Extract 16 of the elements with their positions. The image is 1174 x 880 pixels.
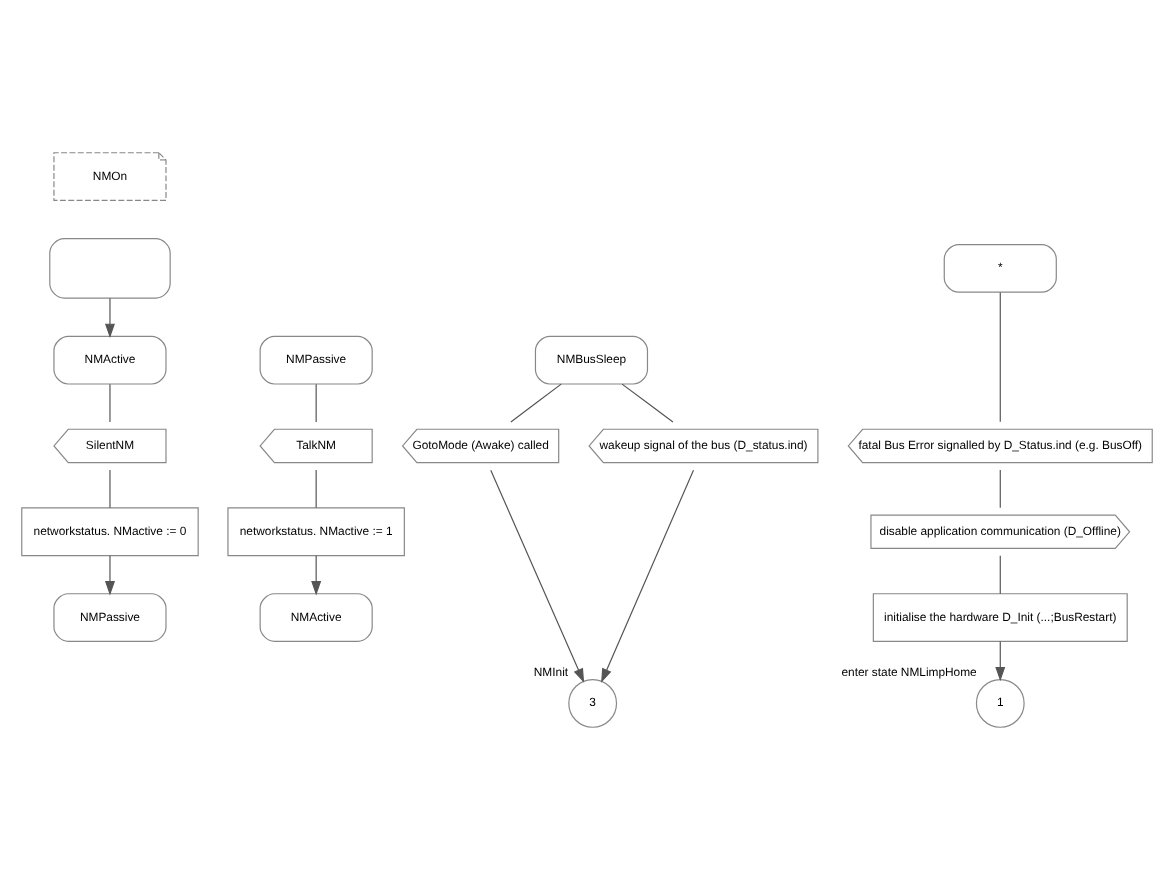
connector [109,383,111,423]
connector [109,469,111,509]
connector [999,291,1001,423]
arrow [104,555,115,596]
arrow [490,469,585,683]
connector [999,555,1001,595]
connector [315,383,317,423]
arrow [995,641,1006,682]
arrow [601,469,695,683]
connector [510,383,562,423]
connector [621,383,674,423]
arrow [311,555,322,596]
arrow [104,297,115,338]
connector [315,469,317,509]
connector [999,469,1001,509]
node-box [49,238,171,299]
